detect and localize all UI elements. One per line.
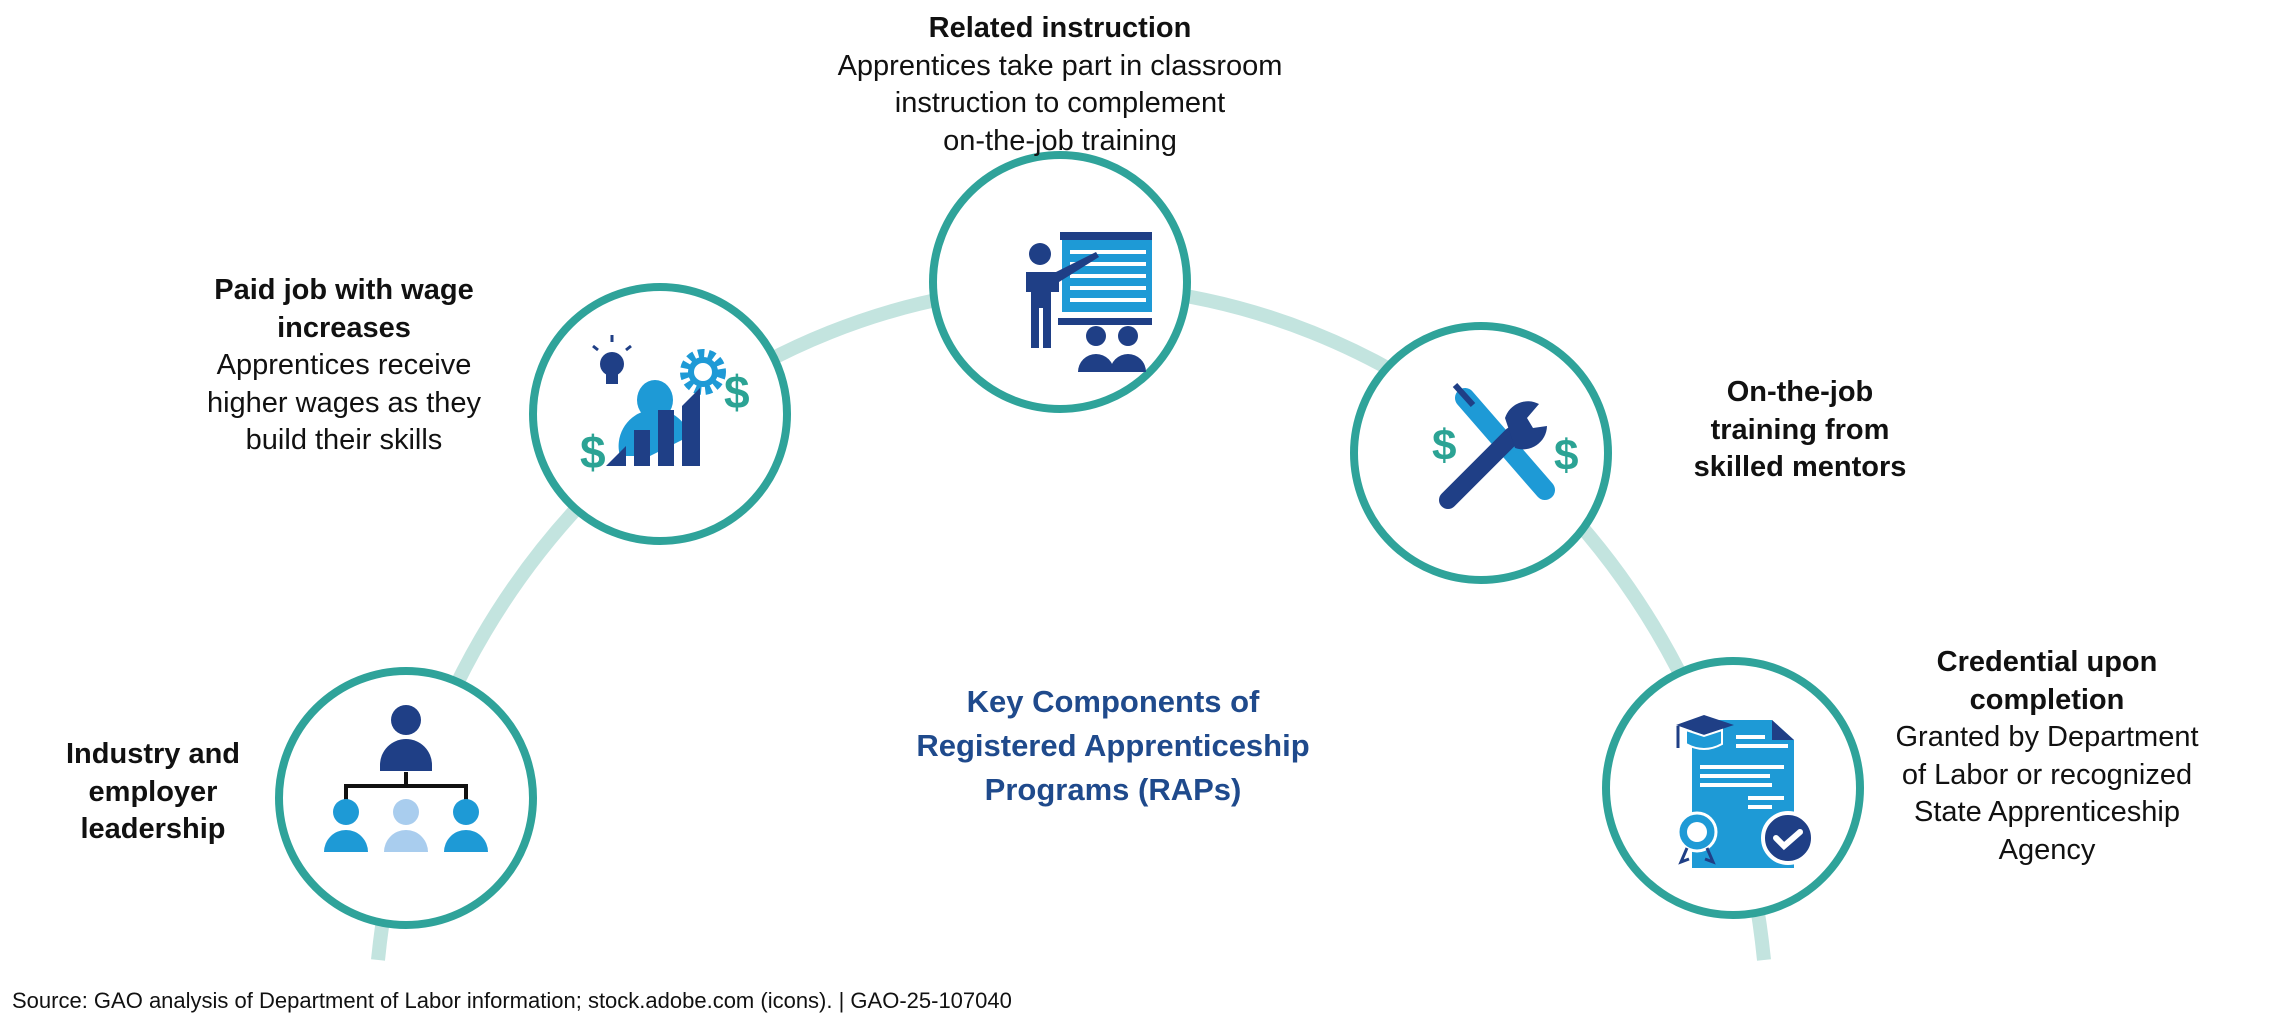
component-title: Paid job with wage (214, 274, 474, 306)
label-industry: Industry and employer leadership (66, 736, 240, 849)
component-title: On-the-job (1726, 376, 1874, 408)
dollar-icon: $ (724, 366, 750, 418)
component-description: Agency (1998, 833, 2096, 866)
org-chart-icon (324, 705, 488, 852)
component-circle-on-the-job: $ $ (1350, 322, 1612, 584)
component-title: training from (1710, 413, 1890, 446)
component-title: skilled mentors (1693, 451, 1907, 483)
component-title: Industry and (65, 738, 241, 770)
label-paid-job: Paid job with wage increases Apprentices… (207, 272, 481, 460)
source-note: Source: GAO analysis of Department of La… (12, 988, 1012, 1013)
classroom-icon (1026, 232, 1152, 372)
dollar-icon: $ (1432, 421, 1456, 470)
component-title: leadership (80, 813, 226, 845)
dollar-icon: $ (580, 426, 606, 478)
tools-icon: $ $ (1432, 382, 1578, 509)
component-title: completion (1969, 683, 2125, 716)
component-description: of Labor or recognized (1901, 758, 2193, 791)
certificate-icon (1676, 715, 1815, 868)
component-description: higher wages as they (206, 386, 482, 419)
component-title: increases (277, 311, 411, 344)
dollar-icon: $ (1554, 431, 1578, 480)
component-circle-industry (275, 667, 537, 929)
label-credential: Credential upon completion Granted by De… (1895, 644, 2198, 869)
wage-growth-icon: $ $ (580, 335, 750, 478)
component-description: on-the-job training (943, 124, 1177, 157)
component-description: Apprentices take part in classroom (837, 49, 1283, 82)
component-title: employer (88, 775, 218, 808)
component-description: instruction to complement (894, 87, 1226, 119)
component-circle-related-instruction (929, 151, 1191, 413)
component-description: Granted by Department (1895, 721, 2199, 753)
component-circle-paid-job: $ $ (529, 283, 791, 545)
component-description: Apprentices receive (216, 349, 472, 381)
component-title: Credential upon (1936, 646, 2158, 678)
center-title: Key Components of Registered Apprentices… (916, 684, 1310, 807)
component-title: Related instruction (928, 12, 1192, 44)
label-related-instruction: Related instruction Apprentices take par… (838, 10, 1283, 160)
component-description: State Apprenticeship (1913, 796, 2181, 828)
label-on-the-job: On-the-job training from skilled mentors (1694, 374, 1907, 487)
component-circle-credential (1602, 657, 1864, 919)
component-description: build their skills (245, 424, 443, 456)
